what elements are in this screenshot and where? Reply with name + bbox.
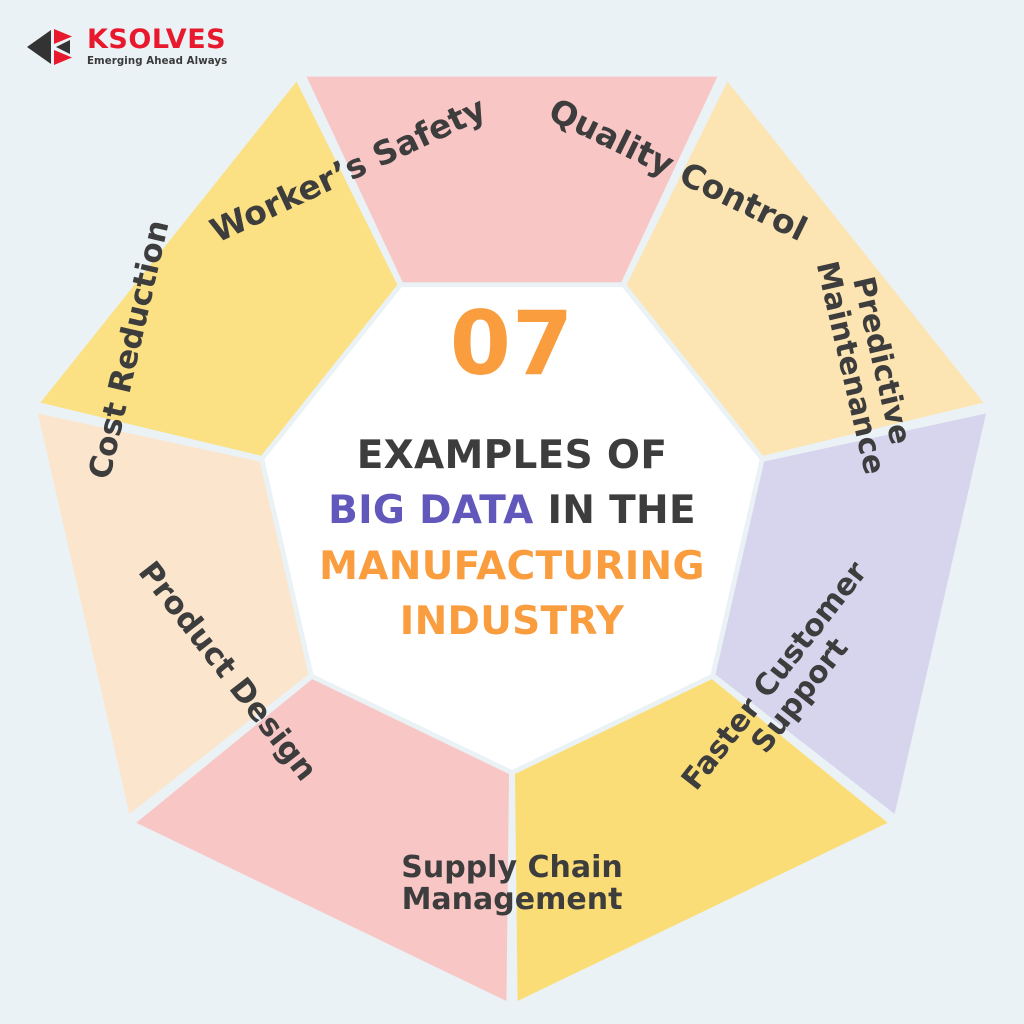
headline-line-4: INDUSTRY	[399, 599, 625, 645]
headline: EXAMPLES OF BIG DATA IN THE MANUFACTURIN…	[262, 428, 762, 650]
brand-name: KSOLVES	[87, 24, 227, 55]
segment-faster-customer-support[interactable]	[514, 679, 888, 1001]
center-plate	[264, 287, 760, 770]
ksolves-play-triangles-icon	[27, 28, 72, 65]
segment-supply-chain-management[interactable]	[136, 679, 510, 1001]
segment-product-design[interactable]	[37, 413, 309, 815]
center-text-block: 07 EXAMPLES OF BIG DATA IN THE MANUFACTU…	[262, 300, 762, 650]
headline-line-3: MANUFACTURING	[319, 543, 705, 589]
logo-text: KSOLVES Emerging Ahead Always	[87, 26, 227, 67]
segment-predictive-maintenance[interactable]	[715, 413, 987, 815]
headline-line-1: EXAMPLES OF	[356, 433, 668, 478]
headline-line-2-rest: IN THE	[533, 488, 696, 534]
segment-quality-control[interactable]	[626, 81, 984, 456]
ksolves-logo: KSOLVES Emerging Ahead Always	[26, 26, 227, 67]
segment-cost-reduction[interactable]	[40, 81, 398, 456]
headline-line-2: BIG DATA IN THE	[262, 483, 762, 538]
segment-workers-safety[interactable]	[306, 76, 718, 283]
brand-tagline: Emerging Ahead Always	[87, 56, 228, 67]
headline-accent: BIG DATA	[328, 488, 534, 534]
count-number: 07	[449, 292, 575, 395]
